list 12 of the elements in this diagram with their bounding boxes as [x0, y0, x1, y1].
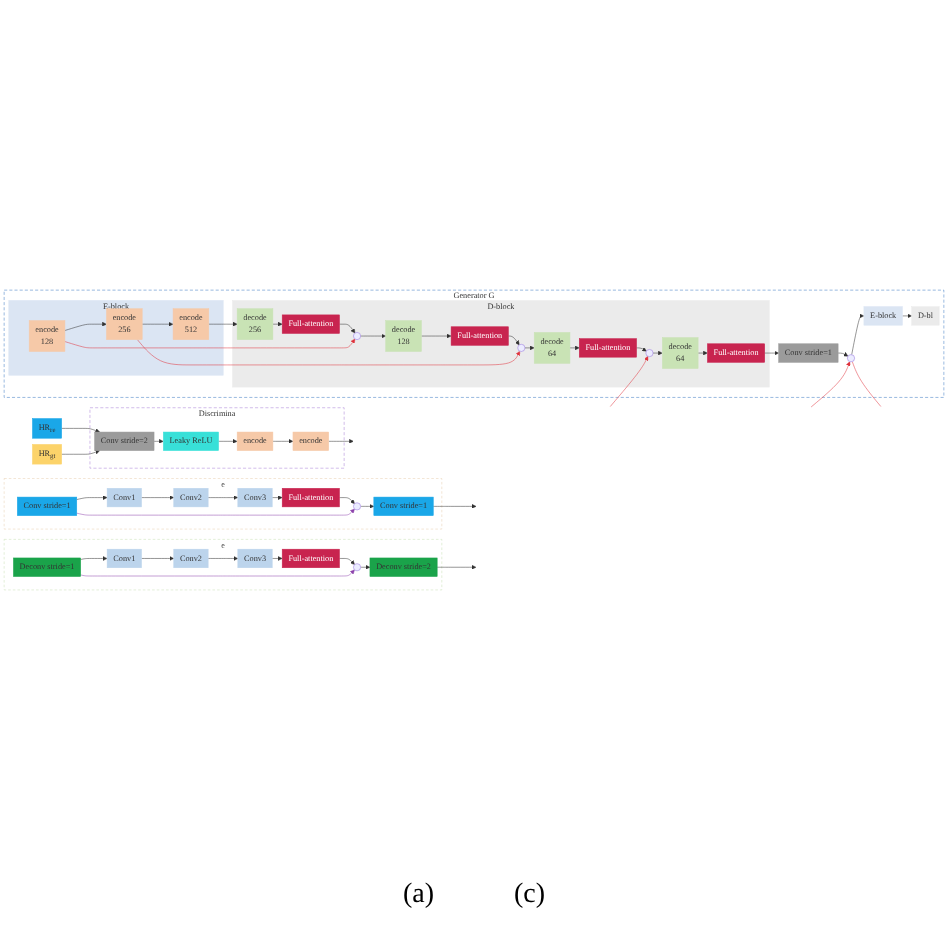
node-circle — [353, 563, 361, 572]
panel-label: (a) — [402, 880, 434, 912]
panel-label: (c) — [514, 880, 546, 912]
node-circle — [353, 502, 361, 511]
arrow — [636, 346, 647, 352]
node-circle — [645, 349, 654, 357]
arrow — [902, 313, 912, 319]
arrow — [652, 350, 663, 356]
arrow — [697, 350, 708, 356]
node-circle — [517, 344, 526, 352]
node-circle — [353, 332, 361, 340]
node-circle — [847, 354, 855, 363]
